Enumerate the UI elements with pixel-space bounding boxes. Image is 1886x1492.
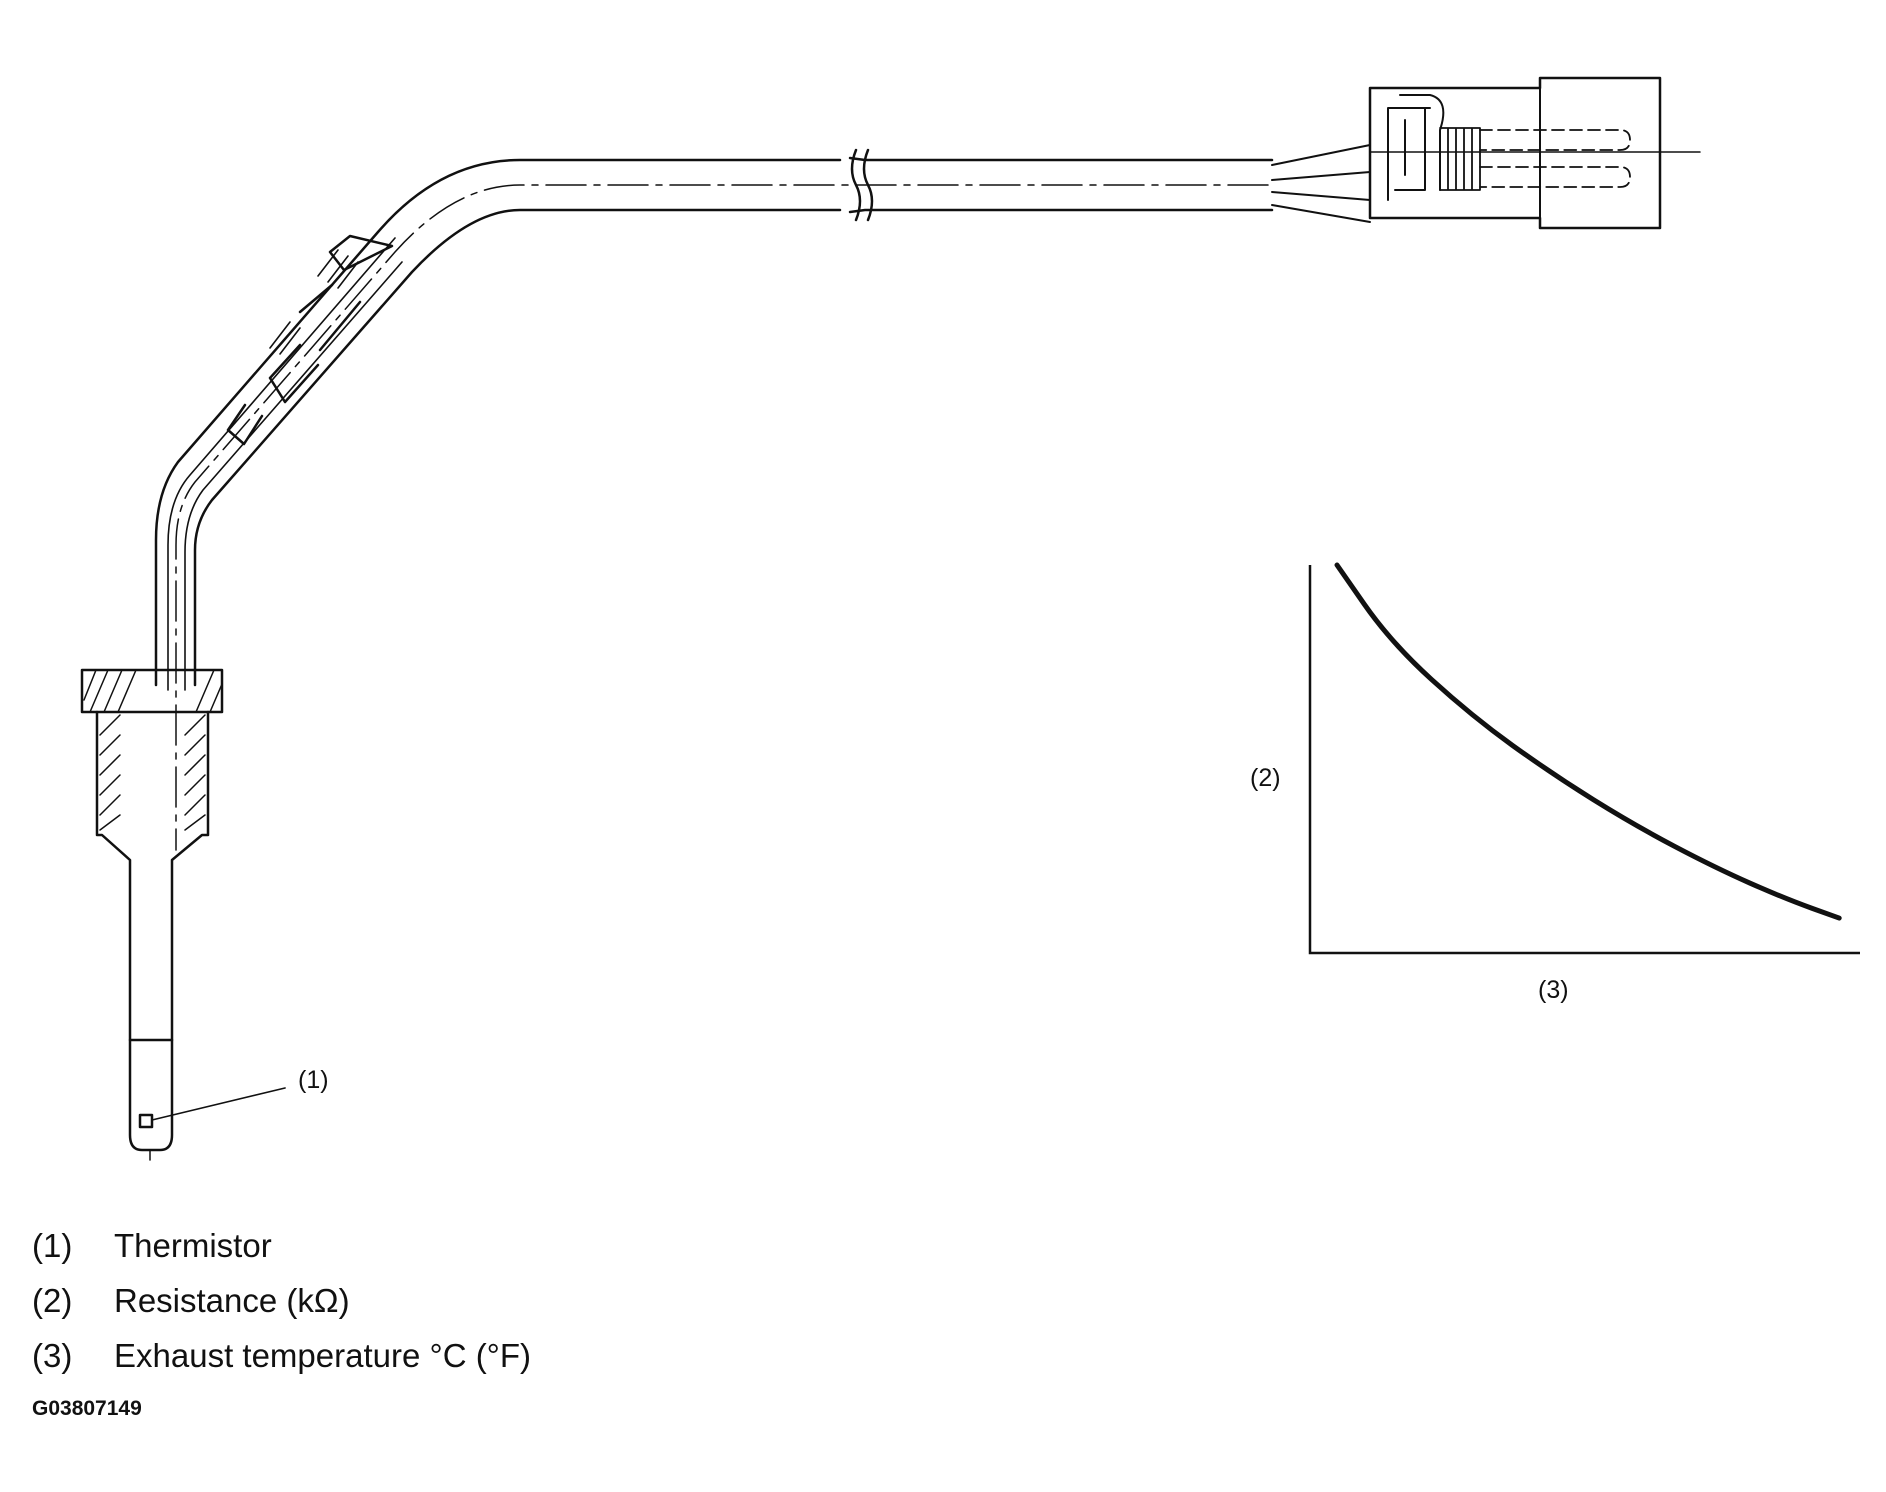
legend-number: (3) [32,1337,73,1374]
threaded-body [95,710,210,1042]
figure-code: G03807149 [32,1397,142,1420]
hex-nut-hatching [83,669,223,713]
inner-wire [167,237,403,691]
probe-tip [128,1038,174,1152]
legend-number: (1) [32,1227,73,1264]
chart-axes [1308,565,1860,955]
crimp-sleeve-edge [269,249,359,355]
legend-text: Thermistor [114,1227,272,1264]
callout-label-1: (1) [298,1066,329,1094]
y-axis-label: (2) [1250,764,1281,792]
legend: (1) Thermistor (2) Resistance (kΩ) (3) E… [32,1218,531,1383]
cable-outer-wall [154,156,1274,687]
legend-item: (3) Exhaust temperature °C (°F) [32,1328,531,1383]
legend-text: Exhaust temperature °C (°F) [114,1337,532,1374]
legend-number: (2) [32,1282,73,1319]
cable-inner-wall [193,208,1274,687]
thread-hatching [99,714,206,831]
hex-nut [80,668,224,714]
x-axis-label: (3) [1538,976,1569,1004]
connector-housing [1368,76,1662,230]
legend-item: (2) Resistance (kΩ) [32,1273,531,1328]
center-line [175,184,1269,851]
thermistor-element [138,1113,154,1129]
connector-inner [1387,87,1541,219]
callout-leader-1 [151,1087,286,1121]
resistance-chart: (2) (3) [1250,562,1860,1004]
connector-wires [1271,144,1371,223]
resistance-curve [1334,562,1842,921]
legend-item: (1) Thermistor [32,1218,531,1273]
connector-terminal-lines [1439,127,1631,191]
crimp-sleeve [226,234,394,446]
legend-text: Resistance (kΩ) [114,1282,350,1319]
